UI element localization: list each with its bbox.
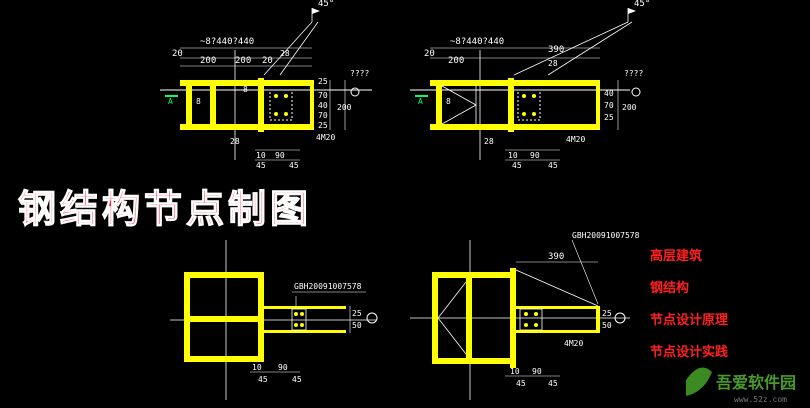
dim-right-3: 40 xyxy=(318,101,328,110)
weld-note: ???? xyxy=(350,69,369,78)
label-8-b: 8 xyxy=(243,85,248,94)
dim-right-2: 70 xyxy=(318,91,328,100)
dim-br-2: 45 xyxy=(516,379,526,388)
dim-right-overall: 200 xyxy=(337,103,352,112)
dim-bl-4: 45 xyxy=(292,375,302,384)
section-a-label-r: A xyxy=(418,97,423,106)
spec-label-bl: GBH20091007578 xyxy=(294,282,362,291)
dim-right-4: 70 xyxy=(318,111,328,120)
dim-bottom-r-1: 10 xyxy=(508,151,518,160)
dim-right-r-2: 70 xyxy=(604,101,614,110)
dim-top-3: 200 xyxy=(235,56,251,66)
label-28-b: 28 xyxy=(280,49,290,58)
weld-note-r: ???? xyxy=(624,69,643,78)
section-a-label: A xyxy=(168,97,173,106)
watermark-url: www.52z.com xyxy=(734,395,787,404)
watermark-text: 吾爱软件园 xyxy=(716,373,796,392)
leaf-logo-icon xyxy=(686,367,712,396)
label-28-r-a: 28 xyxy=(484,137,494,146)
drawing-title: 钢结构节点制图 xyxy=(18,187,312,231)
dim-bottom-r-4: 45 xyxy=(548,161,558,170)
dim-top-1-r: 20 xyxy=(424,49,435,59)
weld-angle: 45° xyxy=(318,0,334,9)
dim-top-4: 20 xyxy=(262,56,273,66)
dim-top-overall-r: ~8?440?440 xyxy=(450,37,504,47)
bolt-spec: 4M20 xyxy=(316,133,335,142)
detail-bottom-right: GBH20091007578 390 4M20 10 45 90 45 25 5… xyxy=(410,231,640,400)
dim-br-right-2: 50 xyxy=(602,321,612,330)
dim-top-2-r: 200 xyxy=(448,56,464,66)
dim-bl-2: 45 xyxy=(258,375,268,384)
label-8: 8 xyxy=(196,97,201,106)
dim-bottom-1: 10 xyxy=(256,151,266,160)
note-1: 高层建筑 xyxy=(650,248,702,264)
dim-bottom-2: 45 xyxy=(256,161,266,170)
dim-right-5: 25 xyxy=(318,121,328,130)
dim-right-r-3: 25 xyxy=(604,113,614,122)
dim-right-r-overall: 200 xyxy=(622,103,637,112)
dim-top-overall: ~8?440?440 xyxy=(200,37,254,47)
dim-bl-3: 90 xyxy=(278,363,288,372)
dim-bl-right-2: 50 xyxy=(352,321,362,330)
dim-bottom-r-2: 45 xyxy=(512,161,522,170)
dim-bl-1: 10 xyxy=(252,363,262,372)
dim-br-right-1: 25 xyxy=(602,309,612,318)
dim-top-3-r: 390 xyxy=(548,45,564,55)
note-3: 节点设计原理 xyxy=(650,312,728,328)
note-2: 钢结构 xyxy=(650,280,689,296)
label-28-a: 28 xyxy=(230,137,240,146)
notes-list: 高层建筑 钢结构 节点设计原理 节点设计实践 xyxy=(650,248,728,360)
bolt-spec-br: 4M20 xyxy=(564,339,583,348)
dim-bottom-3: 90 xyxy=(275,151,285,160)
bolt-spec-r: 4M20 xyxy=(566,135,585,144)
detail-top-right: A ~8?440?440 20 200 390 45° ???? 8 28 28… xyxy=(410,0,650,170)
dim-bl-right-1: 25 xyxy=(352,309,362,318)
note-4: 节点设计实践 xyxy=(650,344,728,360)
dim-right-1: 25 xyxy=(318,77,328,86)
dim-br-3: 90 xyxy=(532,367,542,376)
dim-top-2: 200 xyxy=(200,56,216,66)
dim-bottom-4: 45 xyxy=(289,161,299,170)
dim-br-top: 390 xyxy=(548,252,564,262)
label-28-r-b: 28 xyxy=(548,59,558,68)
label-8-r: 8 xyxy=(446,97,451,106)
detail-top-left: A ~8?440?440 20 200 200 20 45° ???? 8 28… xyxy=(160,0,372,170)
watermark: 吾爱软件园 www.52z.com xyxy=(686,367,796,404)
dim-bottom-r-3: 90 xyxy=(530,151,540,160)
dim-br-4: 45 xyxy=(548,379,558,388)
detail-bottom-left: GBH20091007578 10 45 90 45 25 50 xyxy=(170,240,378,400)
spec-label-br: GBH20091007578 xyxy=(572,231,640,240)
dim-br-1: 10 xyxy=(510,367,520,376)
dim-top-1: 20 xyxy=(172,49,183,59)
weld-angle-r: 45° xyxy=(634,0,650,9)
dim-right-r-1: 40 xyxy=(604,89,614,98)
